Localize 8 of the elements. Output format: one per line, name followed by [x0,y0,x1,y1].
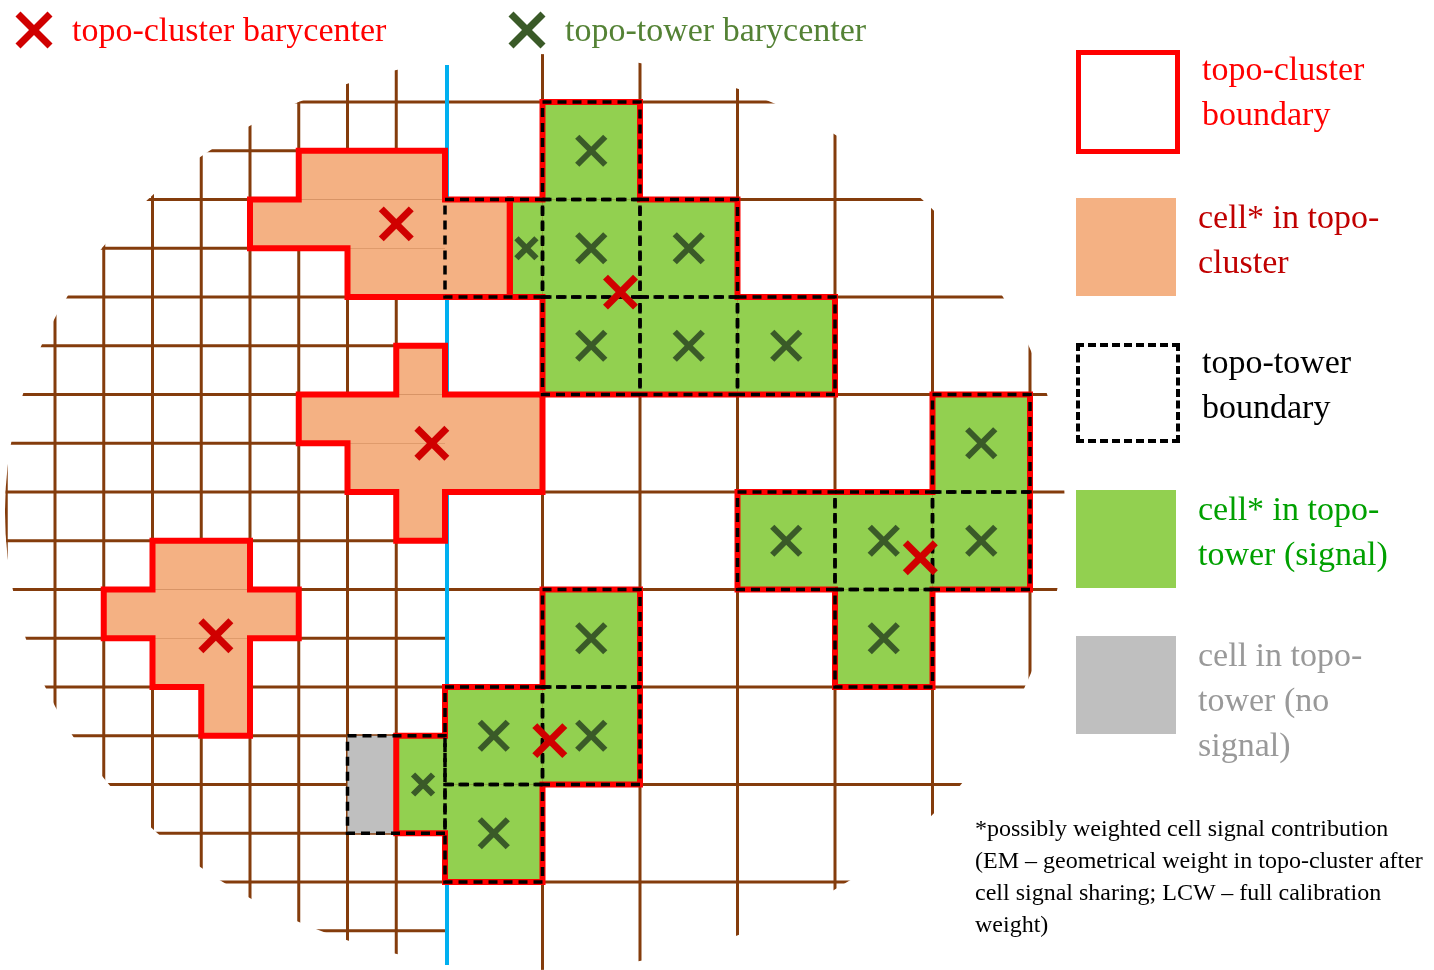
legend-text: topo-cluster barycenter [72,10,387,50]
legend-text: cell* in topo-cluster [1198,197,1381,282]
legend-text: topo-cluster boundary [1202,49,1366,134]
legend-text: cell in topo-tower (no signal) [1198,635,1364,765]
legend-text: topo-tower boundary [1202,342,1353,427]
footnote-text: *possibly weighted cell signal contribution (EM – geometrical weight in topo-cluster after cell signal sharing; LCW – full calibration weight) [975,814,1424,939]
legend-text: cell* in topo-tower (signal) [1198,489,1389,574]
legend-text: topo-tower barycenter [565,10,867,50]
